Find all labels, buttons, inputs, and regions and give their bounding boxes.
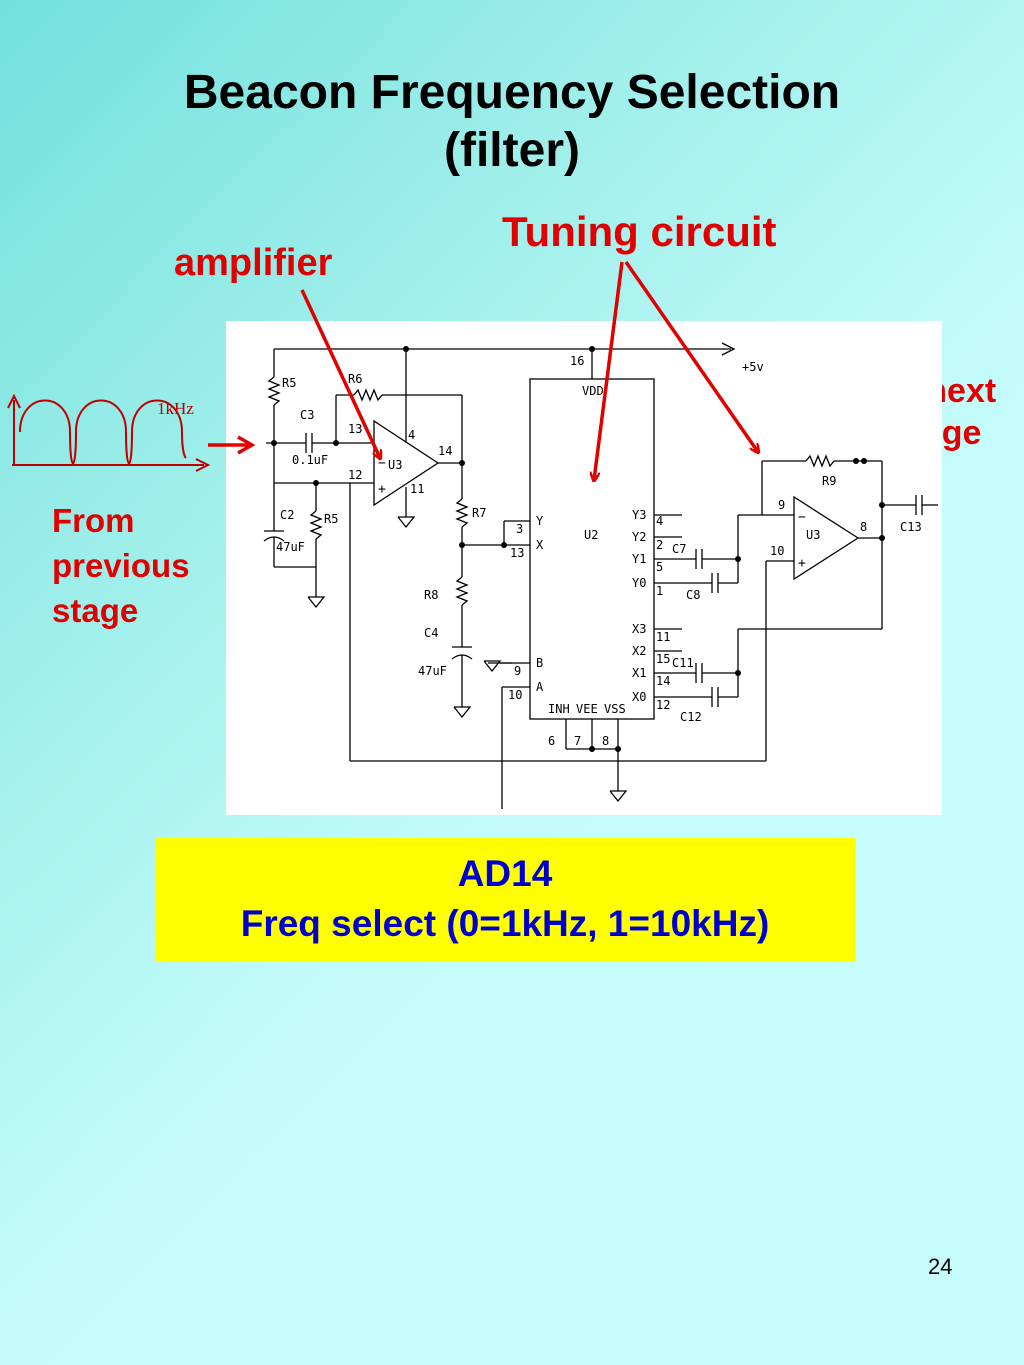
pin-y0-label: Y0 xyxy=(632,576,646,590)
info-box-line-2: Freq select (0=1kHz, 1=10kHz) xyxy=(240,903,770,944)
amplifier-label: amplifier xyxy=(174,242,333,284)
r9-resistor xyxy=(805,454,835,468)
vdd-label: VDD xyxy=(582,384,604,398)
pin-x1-label: X1 xyxy=(632,666,646,680)
pin-12-left: 12 xyxy=(348,468,362,482)
pin-6: 6 xyxy=(548,734,555,748)
pin-vss-label: VSS xyxy=(604,702,626,716)
pin-16: 16 xyxy=(570,354,584,368)
from-prev-line-2: previous xyxy=(52,547,190,584)
u2-label: U2 xyxy=(584,528,598,542)
pin-15: 15 xyxy=(656,652,670,666)
pin-2: 2 xyxy=(656,538,663,552)
u3-right-label: U3 xyxy=(806,528,820,542)
c2-label: C2 xyxy=(280,508,294,522)
u3-left-label: U3 xyxy=(388,458,402,472)
pin-7: 7 xyxy=(574,734,581,748)
opamp-left-plus: + xyxy=(378,482,386,497)
info-box: AD14 Freq select (0=1kHz, 1=10kHz) xyxy=(155,838,855,962)
opamp-left-minus: − xyxy=(378,456,386,471)
pin-3: 3 xyxy=(516,522,523,536)
pin-x0-label: X0 xyxy=(632,690,646,704)
supply-label: +5v xyxy=(742,360,764,374)
pin-x2-label: X2 xyxy=(632,644,646,658)
r5-top-label: R5 xyxy=(282,376,296,390)
title-line-1: Beacon Frequency Selection xyxy=(183,66,841,119)
pin-vee-label: VEE xyxy=(576,702,598,716)
pin-x3-label: X3 xyxy=(632,622,646,636)
from-prev-line-3: stage xyxy=(52,592,139,629)
pin-10-right: 10 xyxy=(770,544,784,558)
page-number: 24 xyxy=(928,1254,953,1279)
pin-a-label: A xyxy=(536,680,544,694)
c3-label: C3 xyxy=(300,408,314,422)
r8-label: R8 xyxy=(424,588,438,602)
from-previous-stage-label: From previous stage xyxy=(52,498,190,633)
opamp-right-plus: + xyxy=(798,556,806,571)
pin-9-right: 9 xyxy=(778,498,785,512)
r8-resistor xyxy=(455,576,469,606)
c2-value: 47uF xyxy=(276,540,305,554)
pin-4-right: 4 xyxy=(656,514,663,528)
pin-10-mid: 10 xyxy=(508,688,522,702)
pin-x-label: X xyxy=(536,538,544,552)
wave-y-arrowhead xyxy=(7,393,21,409)
c3-value: 0.1uF xyxy=(292,453,328,467)
r5-top-resistor xyxy=(267,376,281,406)
r7-resistor xyxy=(455,498,469,528)
schematic-panel: +5v R5 R6 C3 0.1uF C2 47uF R5 R7 R8 C4 4… xyxy=(226,321,942,815)
c8-label: C8 xyxy=(686,588,700,602)
c12-label: C12 xyxy=(680,710,702,724)
wave-frequency-label: 1kHz xyxy=(157,399,194,418)
pin-5: 5 xyxy=(656,560,663,574)
slide-title: Beacon Frequency Selection (filter) xyxy=(0,64,1024,180)
pin-13-mid: 13 xyxy=(510,546,524,560)
pin-8-mid: 8 xyxy=(602,734,609,748)
pin-inh-label: INH xyxy=(548,702,570,716)
pin-11-left: 11 xyxy=(410,482,424,496)
schematic-drawing: +5v R5 R6 C3 0.1uF C2 47uF R5 R7 R8 C4 4… xyxy=(263,342,938,809)
pin-y1-label: Y1 xyxy=(632,552,646,566)
pin-11-right: 11 xyxy=(656,630,670,644)
pin-9-mid: 9 xyxy=(514,664,521,678)
pin-13-left: 13 xyxy=(348,422,362,436)
from-prev-line-1: From xyxy=(52,502,135,539)
pin-14-right: 14 xyxy=(656,674,670,688)
c7-label: C7 xyxy=(672,542,686,556)
pin-y-label: Y xyxy=(536,514,544,528)
c11-label: C11 xyxy=(672,656,694,670)
r5-bottom-label: R5 xyxy=(324,512,338,526)
tuning-circuit-label: Tuning circuit xyxy=(502,208,777,255)
info-box-line-1: AD14 xyxy=(457,853,553,894)
wave-x-arrowhead xyxy=(195,458,211,472)
pin-1: 1 xyxy=(656,584,663,598)
c4-label: C4 xyxy=(424,626,438,640)
pin-b-label: B xyxy=(536,656,543,670)
c4-value: 47uF xyxy=(418,664,447,678)
r5-bottom-resistor xyxy=(309,510,323,540)
title-line-2: (filter) xyxy=(444,124,580,177)
pin-12-right: 12 xyxy=(656,698,670,712)
pin-y3-label: Y3 xyxy=(632,508,646,522)
pin-14-left: 14 xyxy=(438,444,452,458)
pin-y2-label: Y2 xyxy=(632,530,646,544)
pin-8-right: 8 xyxy=(860,520,867,534)
r6-label: R6 xyxy=(348,372,362,386)
pin-4-left: 4 xyxy=(408,428,415,442)
opamp-u3-right xyxy=(793,495,860,581)
opamp-right-minus: − xyxy=(798,510,806,525)
r7-label: R7 xyxy=(472,506,486,520)
c13-label: C13 xyxy=(900,520,922,534)
r6-resistor xyxy=(353,388,383,402)
r9-label: R9 xyxy=(822,474,836,488)
